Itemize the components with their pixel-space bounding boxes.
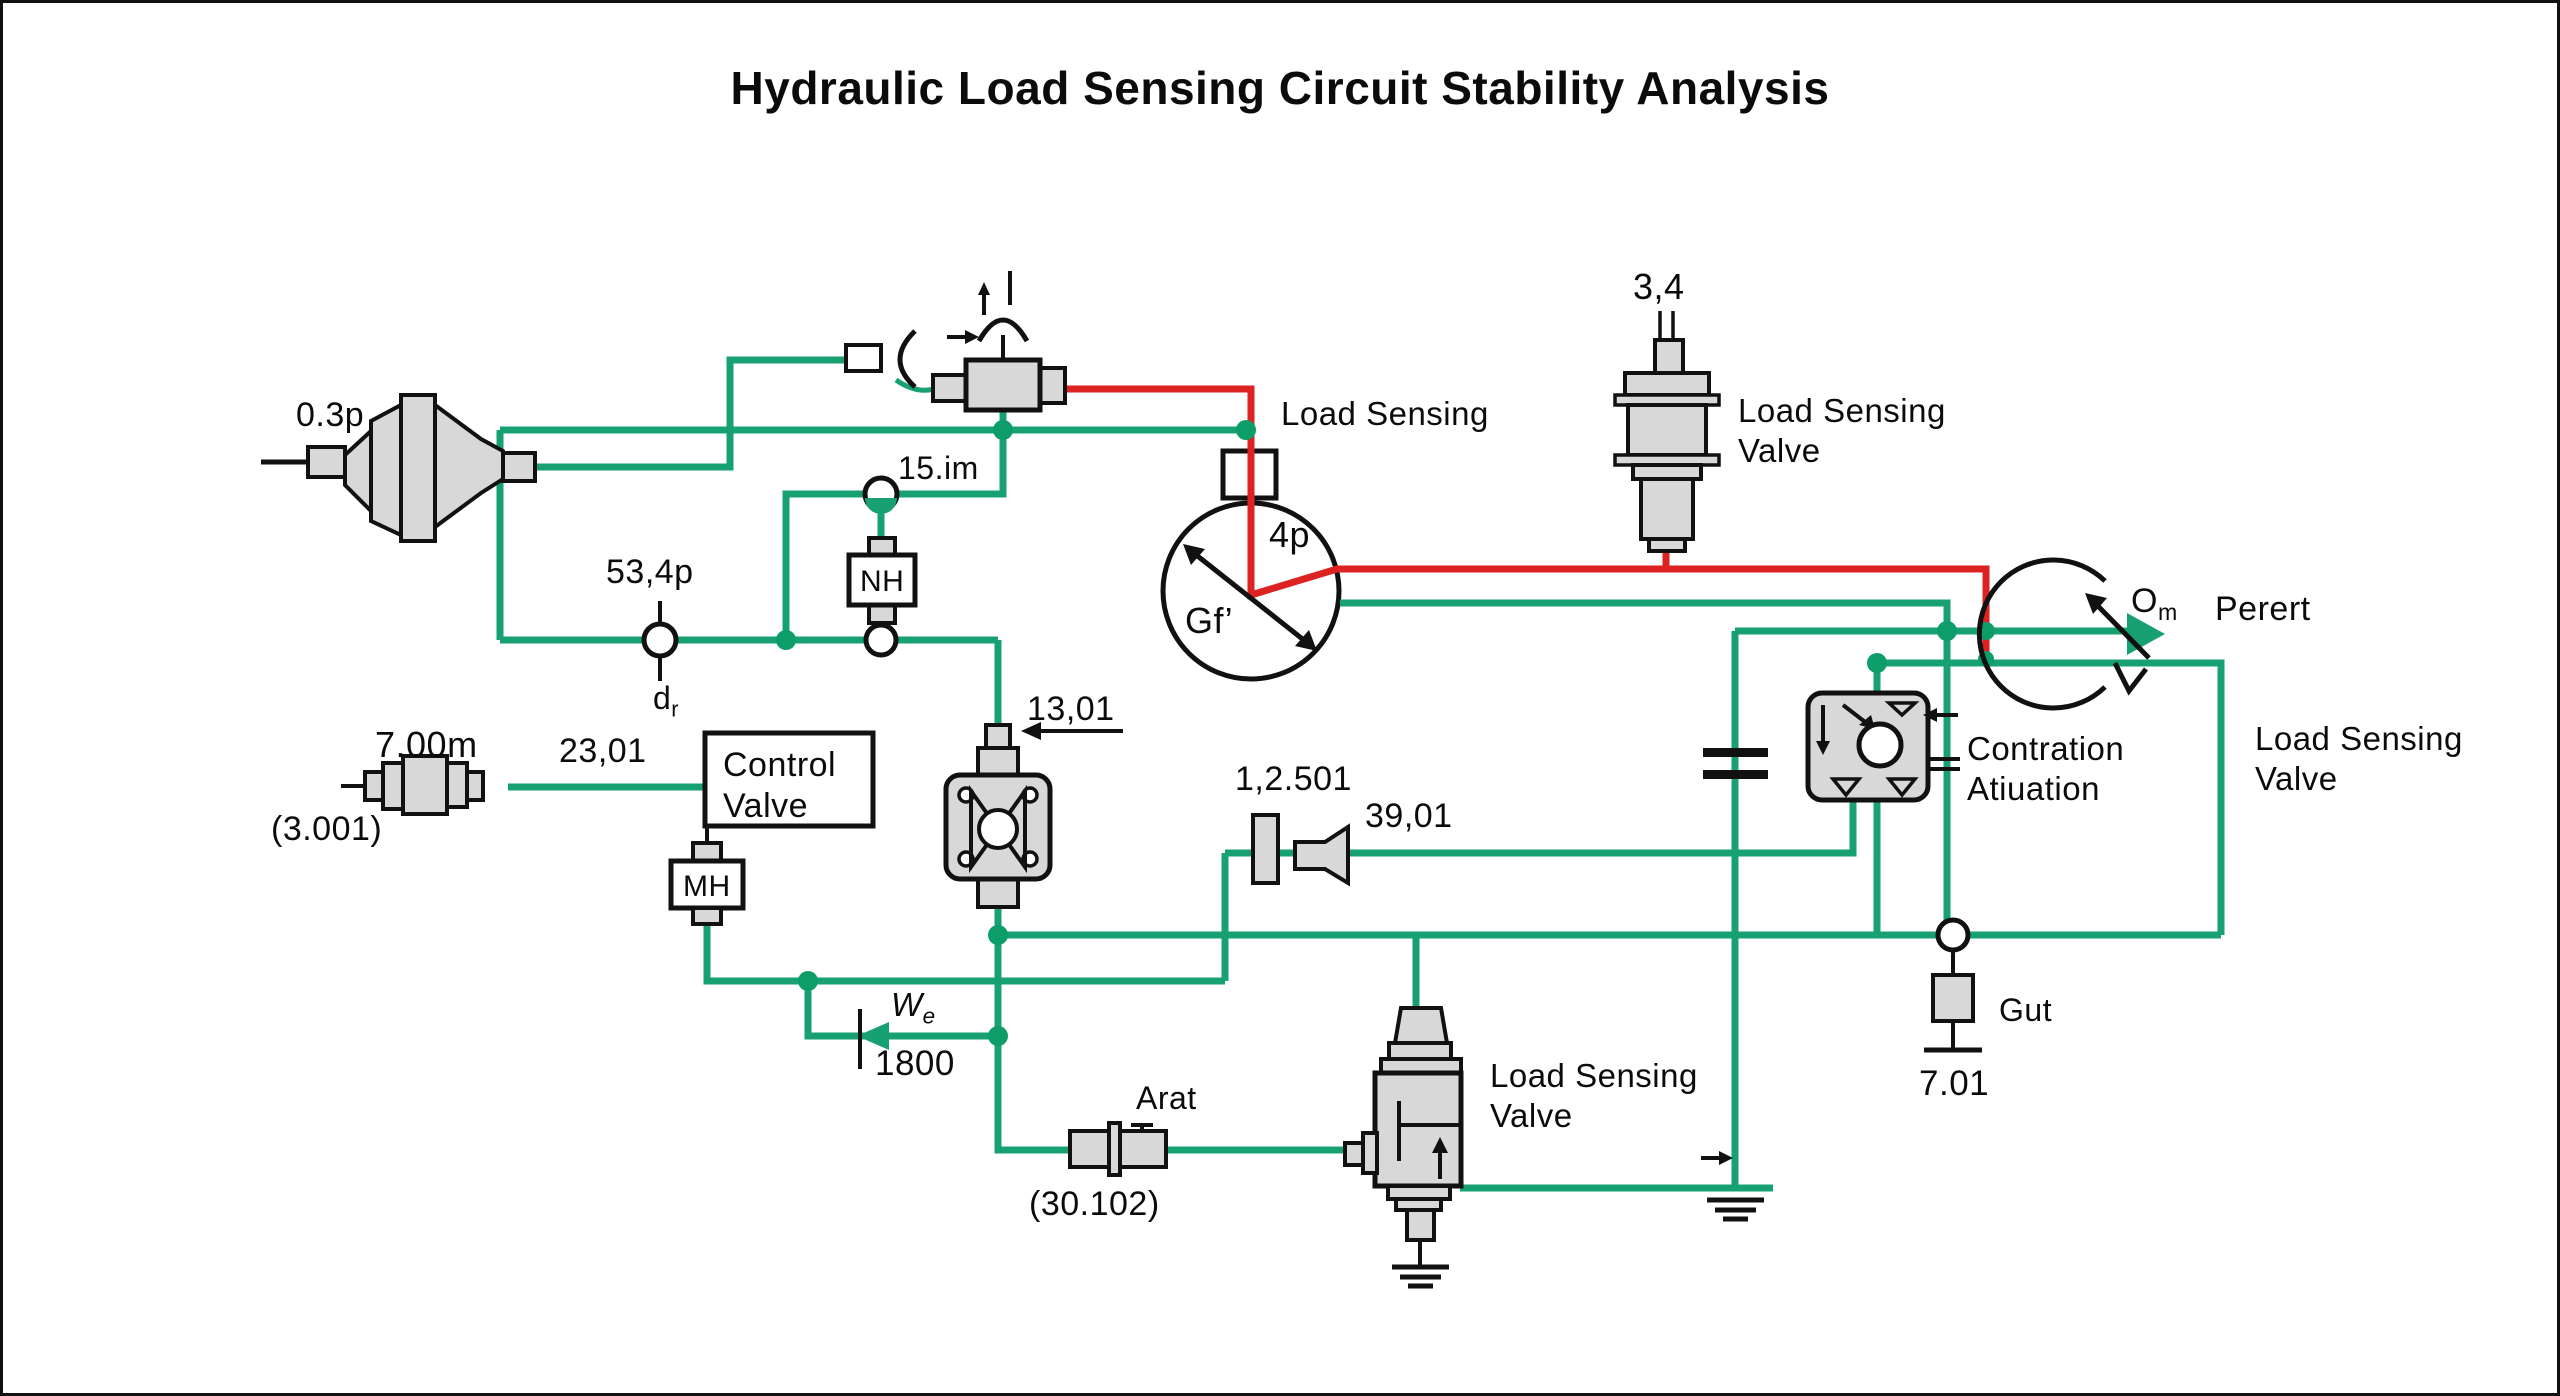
sensor-700m-label: 7.00m [375,724,478,765]
relief-valve-symbol [931,271,1067,413]
we-branch-line [804,981,998,1040]
horn-line [1225,800,1857,857]
load-sensing-valve-bottom [1343,1006,1464,1289]
load-sensing-valve-right-label: Load Sensing Valve [2255,720,2463,797]
nh-box-label: NH [860,565,905,598]
gauge-out-green-line [1340,599,1951,935]
damper-30102-label: (30.102) [1029,1185,1160,1223]
line-2301-label: 23,01 [559,732,647,770]
gauge-4p-label: 4p [1269,514,1311,555]
orifice-15im-label: 15.im [898,450,979,486]
node-dr-label: dr [653,680,680,722]
sensor-3001-label: (3.001) [271,810,383,848]
control-valve-box [668,730,876,926]
flow-arrowhead-left [857,1022,889,1050]
nh-box [846,536,918,658]
valve-1301 [943,722,1123,909]
line-3901-label: 39,01 [1365,797,1453,835]
gut-701-label: 7.01 [1919,1064,1990,1103]
mh-down-line [703,923,1225,985]
sensor-700m [341,754,485,816]
contration-block [1805,690,1960,803]
control-valve-label: Control Valve [723,746,837,825]
motor-perert-label: Perert [2215,590,2311,628]
motor-om-symbol [1976,557,2151,711]
load-sensing-lines-red [1065,385,1990,660]
node-534p-label: 53,4p [606,553,694,591]
pump-value-label: 0.3p [296,396,365,434]
valve-1301-label: 13,01 [1027,690,1115,728]
circuit-diagram [261,271,2225,1289]
load-sensing-valve-tr-label: Load Sensing Valve [1738,392,1946,469]
damper-arat-label: Arat [1136,1080,1197,1116]
load-sensing-valve-topright [1613,311,1721,553]
ls-signal-line [1065,385,1990,660]
accumulator-capacitor [1703,748,1768,779]
load-sensing-top-label: Load Sensing [1281,395,1489,432]
gut-port [1924,917,1982,1053]
plate-and-horn [1251,813,1350,887]
orifice-15im [862,475,900,514]
valve-34-label: 3,4 [1633,266,1685,307]
valve1301-out-line [994,906,1345,1154]
pump-symbol [261,393,537,543]
motor-om-label: Om [2131,582,2178,625]
pilot-line [533,356,848,471]
page-title: Hydraulic Load Sensing Circuit Stability… [730,62,1830,114]
node-534p [641,601,679,681]
damper-arat [1068,1121,1168,1177]
node-we-label: We [891,986,936,1029]
gut-label: Gut [1999,992,2053,1028]
tank-ground-right [1701,1151,1764,1222]
gauge-needle-icon [1183,544,1317,651]
mh-box-label: MH [683,870,731,903]
pilot-connector [844,329,917,389]
gauge-gf-label: Gf’ [1185,600,1234,641]
junction-dots [776,420,1995,1046]
load-sensing-valve-bottom-label: Load Sensing Valve [1490,1057,1698,1134]
contration-atiuation-label: Contration Atiuation [1967,730,2125,807]
plate-12501-label: 1,2.501 [1235,760,1352,798]
node-1800-label: 1800 [875,1044,955,1083]
